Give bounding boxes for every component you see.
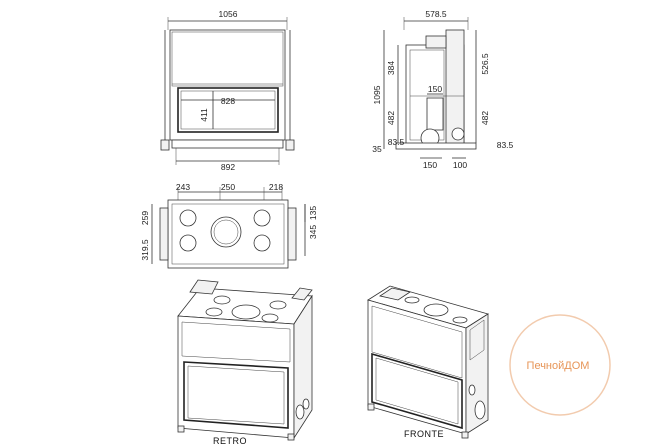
watermark-circle [509,314,611,416]
dim-glass-width: 828 [221,96,235,106]
fronte-label: FRONTE [404,429,444,439]
dim-right-spacing: 218 [269,182,283,192]
dim-base-right: 83.5 [497,140,514,150]
dim-center-spacing: 250 [221,182,235,192]
iso-view-fronte: FRONTE [367,285,489,439]
dim-left-spacing: 243 [176,182,190,192]
dim-bottom-100: 100 [453,160,467,170]
watermark-text: ПечнойДОМ [527,360,590,372]
dim-collar: 150 [428,84,442,94]
top-view: 243 250 218 259 319.5 135 345 [140,182,318,269]
retro-label: RETRO [213,436,247,446]
side-view: 578.5 150 1095 384 482 35 83.5 526.5 482… [372,9,514,170]
dim-bottom-150: 150 [423,160,437,170]
dim-left-lower: 319.5 [140,239,150,261]
dim-height: 1095 [372,85,382,104]
dim-right-lower: 482 [480,111,490,125]
dim-right-upper: 526.5 [480,53,490,75]
dim-left-upper: 259 [140,211,150,225]
dim-glass-height: 411 [199,108,209,122]
dim-right-upper: 135 [308,206,318,220]
dim-depth: 578.5 [425,9,447,19]
iso-view-retro: RETRO [177,279,313,446]
dim-right-lower: 345 [308,225,318,239]
dim-base-left: 83.5 [388,137,405,147]
front-view: 1056 828 411 892 [160,9,295,172]
watermark-logo: ПечнойДОМ [509,314,611,416]
dim-base-width: 892 [221,162,235,172]
dim-base-height: 35 [372,144,382,154]
dim-upper-part: 384 [386,61,396,75]
dim-overall-width: 1056 [219,9,238,19]
dim-lower-left: 482 [386,111,396,125]
